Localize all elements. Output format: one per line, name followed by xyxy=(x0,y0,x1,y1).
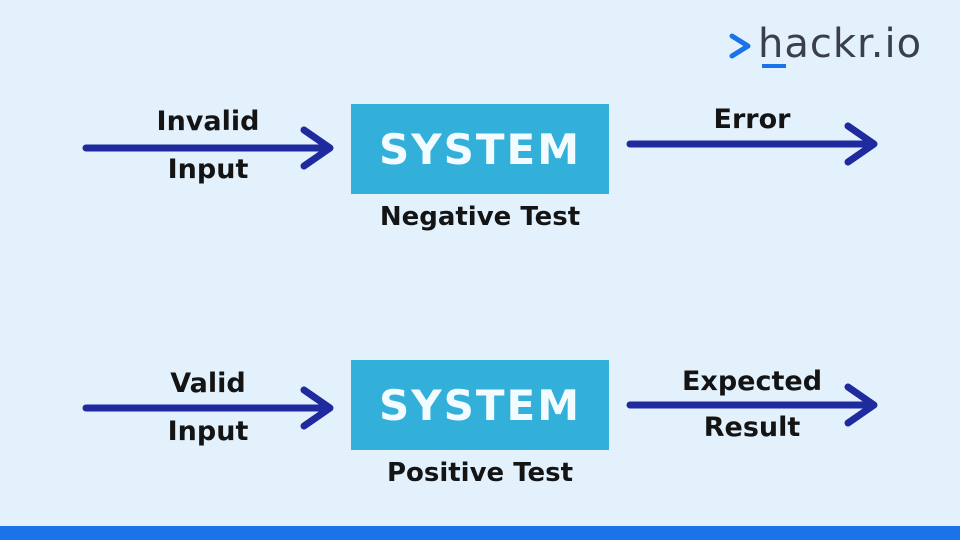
positive-system-label: SYSTEM xyxy=(378,380,582,430)
negative-input-arrow xyxy=(82,126,334,170)
positive-test-caption: Positive Test xyxy=(386,458,574,488)
positive-system-box: SYSTEM xyxy=(351,360,609,450)
negative-output-label: Error xyxy=(713,104,791,135)
positive-output-arrow xyxy=(626,383,878,427)
positive-input-arrow xyxy=(82,386,334,430)
negative-test-caption: Negative Test xyxy=(379,202,581,232)
positive-input-label-line2: Input xyxy=(167,416,249,447)
negative-input-label-line2: Input xyxy=(167,154,249,185)
bottom-accent-bar xyxy=(0,526,960,540)
hackr-logo: hackr.io xyxy=(728,18,922,74)
negative-system-label: SYSTEM xyxy=(378,124,582,174)
positive-output-label-line2: Result xyxy=(703,412,801,443)
negative-input-label-line1: Invalid xyxy=(156,106,260,137)
chevron-right-icon xyxy=(729,33,751,59)
logo-text: hackr.io xyxy=(758,21,923,67)
logo-underline xyxy=(762,64,786,68)
positive-input-label-line1: Valid xyxy=(170,368,246,399)
negative-output-arrow xyxy=(626,122,878,166)
negative-system-box: SYSTEM xyxy=(351,104,609,194)
positive-output-label-line1: Expected xyxy=(681,366,823,397)
